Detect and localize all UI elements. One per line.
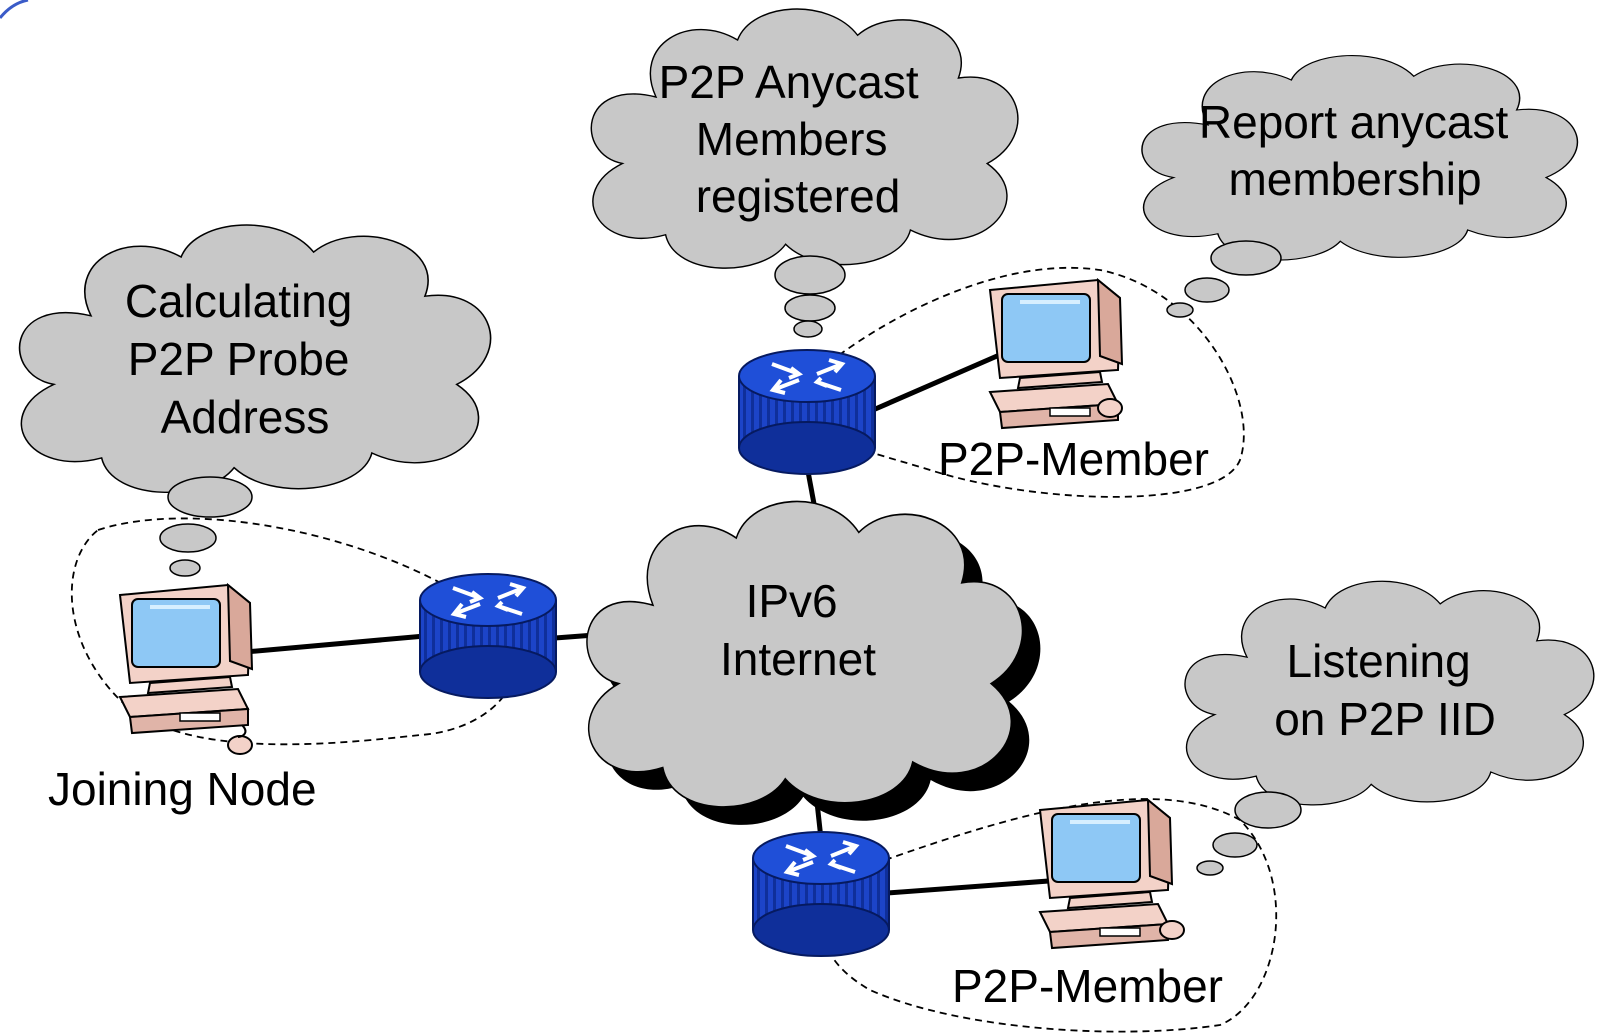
listening-line-2: on P2P IID	[1274, 693, 1496, 745]
link-top-router-pc	[872, 343, 1021, 413]
calculating-line-3: Address	[161, 391, 330, 443]
thought-trail-dot	[167, 476, 253, 518]
thought-trail-dot	[784, 294, 836, 322]
report-line-1: Report anycast	[1199, 96, 1509, 148]
router-icon	[738, 349, 876, 475]
dashed-groupings	[70, 266, 1278, 1033]
top-member-outline	[799, 266, 1245, 498]
calculating-line-2: P2P Probe	[128, 333, 350, 385]
desktop-computer-icon	[118, 582, 254, 755]
router-icon	[752, 831, 890, 957]
thought-trail-dot	[1196, 860, 1224, 876]
link-joining-pc-router	[244, 633, 426, 655]
network-links	[244, 343, 1063, 896]
thought-trail-dot	[1210, 240, 1282, 276]
bottom-member-label: P2P-Member	[952, 960, 1223, 1012]
thought-trail-dot	[1212, 832, 1258, 858]
thought-bubble-listening: Listening on P2P IID	[1184, 580, 1595, 876]
thought-bubble-anycast: P2P Anycast Members registered	[590, 8, 1019, 338]
svg-text:Calculating P2P Probe: Calculating P2P Probe Address	[125, 275, 365, 443]
internet-cloud: IPv6 Internet	[586, 500, 1041, 825]
top-member-label: P2P-Member	[938, 433, 1209, 485]
listening-line-1: Listening	[1287, 635, 1471, 687]
anycast-line-1: P2P Anycast	[659, 56, 919, 108]
thought-trail-dot	[793, 320, 823, 338]
joining-node-outline	[70, 517, 516, 746]
thought-trail-dot	[1234, 791, 1302, 829]
router-icon	[419, 573, 557, 699]
calculating-line-1: Calculating	[125, 275, 353, 327]
link-bottom-router-pc	[887, 877, 1063, 896]
thought-trail-dot	[169, 559, 201, 577]
svg-text:Report anycast membershi: Report anycast membership	[1199, 96, 1521, 205]
internet-cloud-line-1: IPv6	[746, 575, 838, 627]
svg-text:IPv6 Internet: IPv6 Internet	[720, 575, 876, 685]
desktop-computer-icon	[1038, 797, 1185, 950]
thought-bubble-report: Report anycast membership	[1141, 54, 1579, 318]
report-line-2: membership	[1228, 153, 1481, 205]
joining-node-label: Joining Node	[48, 763, 317, 815]
thought-bubble-calculating: Calculating P2P Probe Address	[18, 224, 492, 577]
thought-trail-dot	[1166, 302, 1194, 318]
internet-cloud-line-2: Internet	[720, 633, 876, 685]
svg-text:Listening on P2P IID: Listening on P2P IID	[1274, 635, 1496, 745]
thought-trail-dot	[774, 255, 846, 295]
thought-trail-dot	[1184, 277, 1230, 303]
svg-text:P2P Anycast Members: P2P Anycast Members registered	[659, 56, 932, 222]
anycast-line-3: registered	[696, 170, 901, 222]
corner-arc-decoration	[0, 0, 29, 19]
thought-trail-dot	[159, 523, 217, 553]
bottom-member-outline	[821, 798, 1278, 1033]
anycast-line-2: Members	[696, 113, 888, 165]
desktop-computer-icon	[988, 277, 1124, 430]
